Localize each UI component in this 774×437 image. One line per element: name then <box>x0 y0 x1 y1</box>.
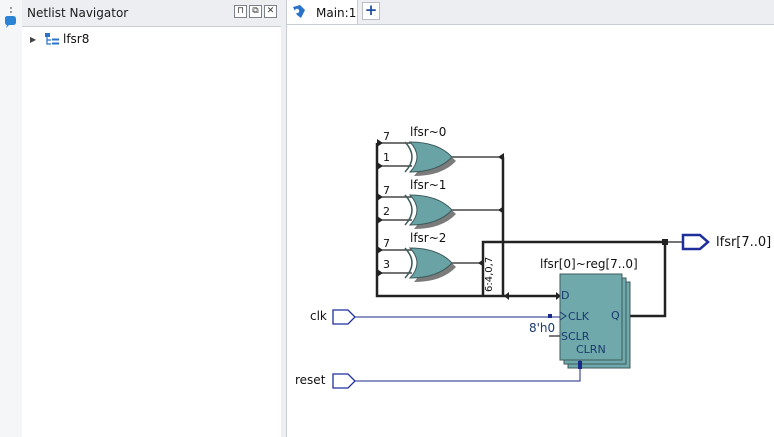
tab-main-1[interactable]: Main:1 <box>287 0 358 24</box>
close-icon[interactable]: ✕ <box>264 5 277 18</box>
output-port-lfsr[interactable] <box>681 233 710 251</box>
gate-input-label: 7 <box>383 184 390 197</box>
gate-input-label: 3 <box>383 258 390 271</box>
input-label-clk: clk <box>310 309 327 323</box>
netlist-navigator-panel: Netlist Navigator ⊓ ⧉ ✕ ▶ lfsr8 <box>22 0 282 437</box>
pin-clrn-label: CLRN <box>576 343 606 356</box>
input-label-reset: reset <box>295 373 326 387</box>
pin-sclr-label: SCLR <box>561 330 590 343</box>
gate-input-label: 1 <box>383 151 390 164</box>
clock-edge-icon <box>559 311 567 321</box>
tree-item-label: lfsr8 <box>63 32 90 46</box>
pin-icon[interactable]: ⊓ <box>234 5 247 18</box>
drag-handle-icon[interactable] <box>9 6 13 14</box>
float-icon[interactable]: ⧉ <box>249 5 262 18</box>
schematic-viewer-icon <box>293 5 305 18</box>
pin-d-label: D <box>561 289 569 302</box>
input-port-clk[interactable] <box>332 309 356 325</box>
gate-label: lfsr~2 <box>410 231 446 245</box>
tab-label: Main:1 <box>316 6 357 20</box>
tree-item-lfsr8[interactable]: ▶ lfsr8 <box>30 31 89 47</box>
chat-bubble-icon[interactable] <box>3 15 17 29</box>
left-activity-strip <box>0 0 23 437</box>
register-name: lfsr[0]~reg[7..0] <box>540 257 638 271</box>
panel-header: Netlist Navigator ⊓ ⧉ ✕ <box>22 0 281 27</box>
gate-label: lfsr~0 <box>410 125 446 139</box>
expand-arrow-icon[interactable]: ▶ <box>30 34 37 44</box>
gate-input-label: 2 <box>383 205 390 218</box>
gate-input-label: 7 <box>383 237 390 250</box>
panel-splitter[interactable] <box>281 0 287 437</box>
hierarchy-icon <box>45 33 59 45</box>
pin-clk-label: CLK <box>568 310 590 323</box>
output-label: lfsr[7..0] <box>716 235 771 250</box>
sclr-constant: 8'h0 <box>529 321 555 335</box>
xor-gate-lfsr-1[interactable] <box>404 194 456 229</box>
xor-gate-lfsr-0[interactable] <box>404 141 456 176</box>
input-port-reset[interactable] <box>332 373 356 389</box>
gate-input-label: 7 <box>383 130 390 143</box>
add-tab-button[interactable]: + <box>362 2 380 20</box>
bus-label: 6:4,0,7 <box>484 257 495 292</box>
gate-label: lfsr~1 <box>410 178 446 192</box>
wire-markers <box>377 139 668 300</box>
tab-bar: Main:1 + <box>287 0 774 25</box>
pin-q-label: Q <box>611 309 620 322</box>
schematic-canvas[interactable]: lfsr~0 lfsr~1 lfsr~2 7 1 7 2 7 3 6:4,0,7… <box>287 25 774 437</box>
xor-gate-lfsr-2[interactable] <box>404 247 456 282</box>
panel-title: Netlist Navigator <box>27 6 129 20</box>
